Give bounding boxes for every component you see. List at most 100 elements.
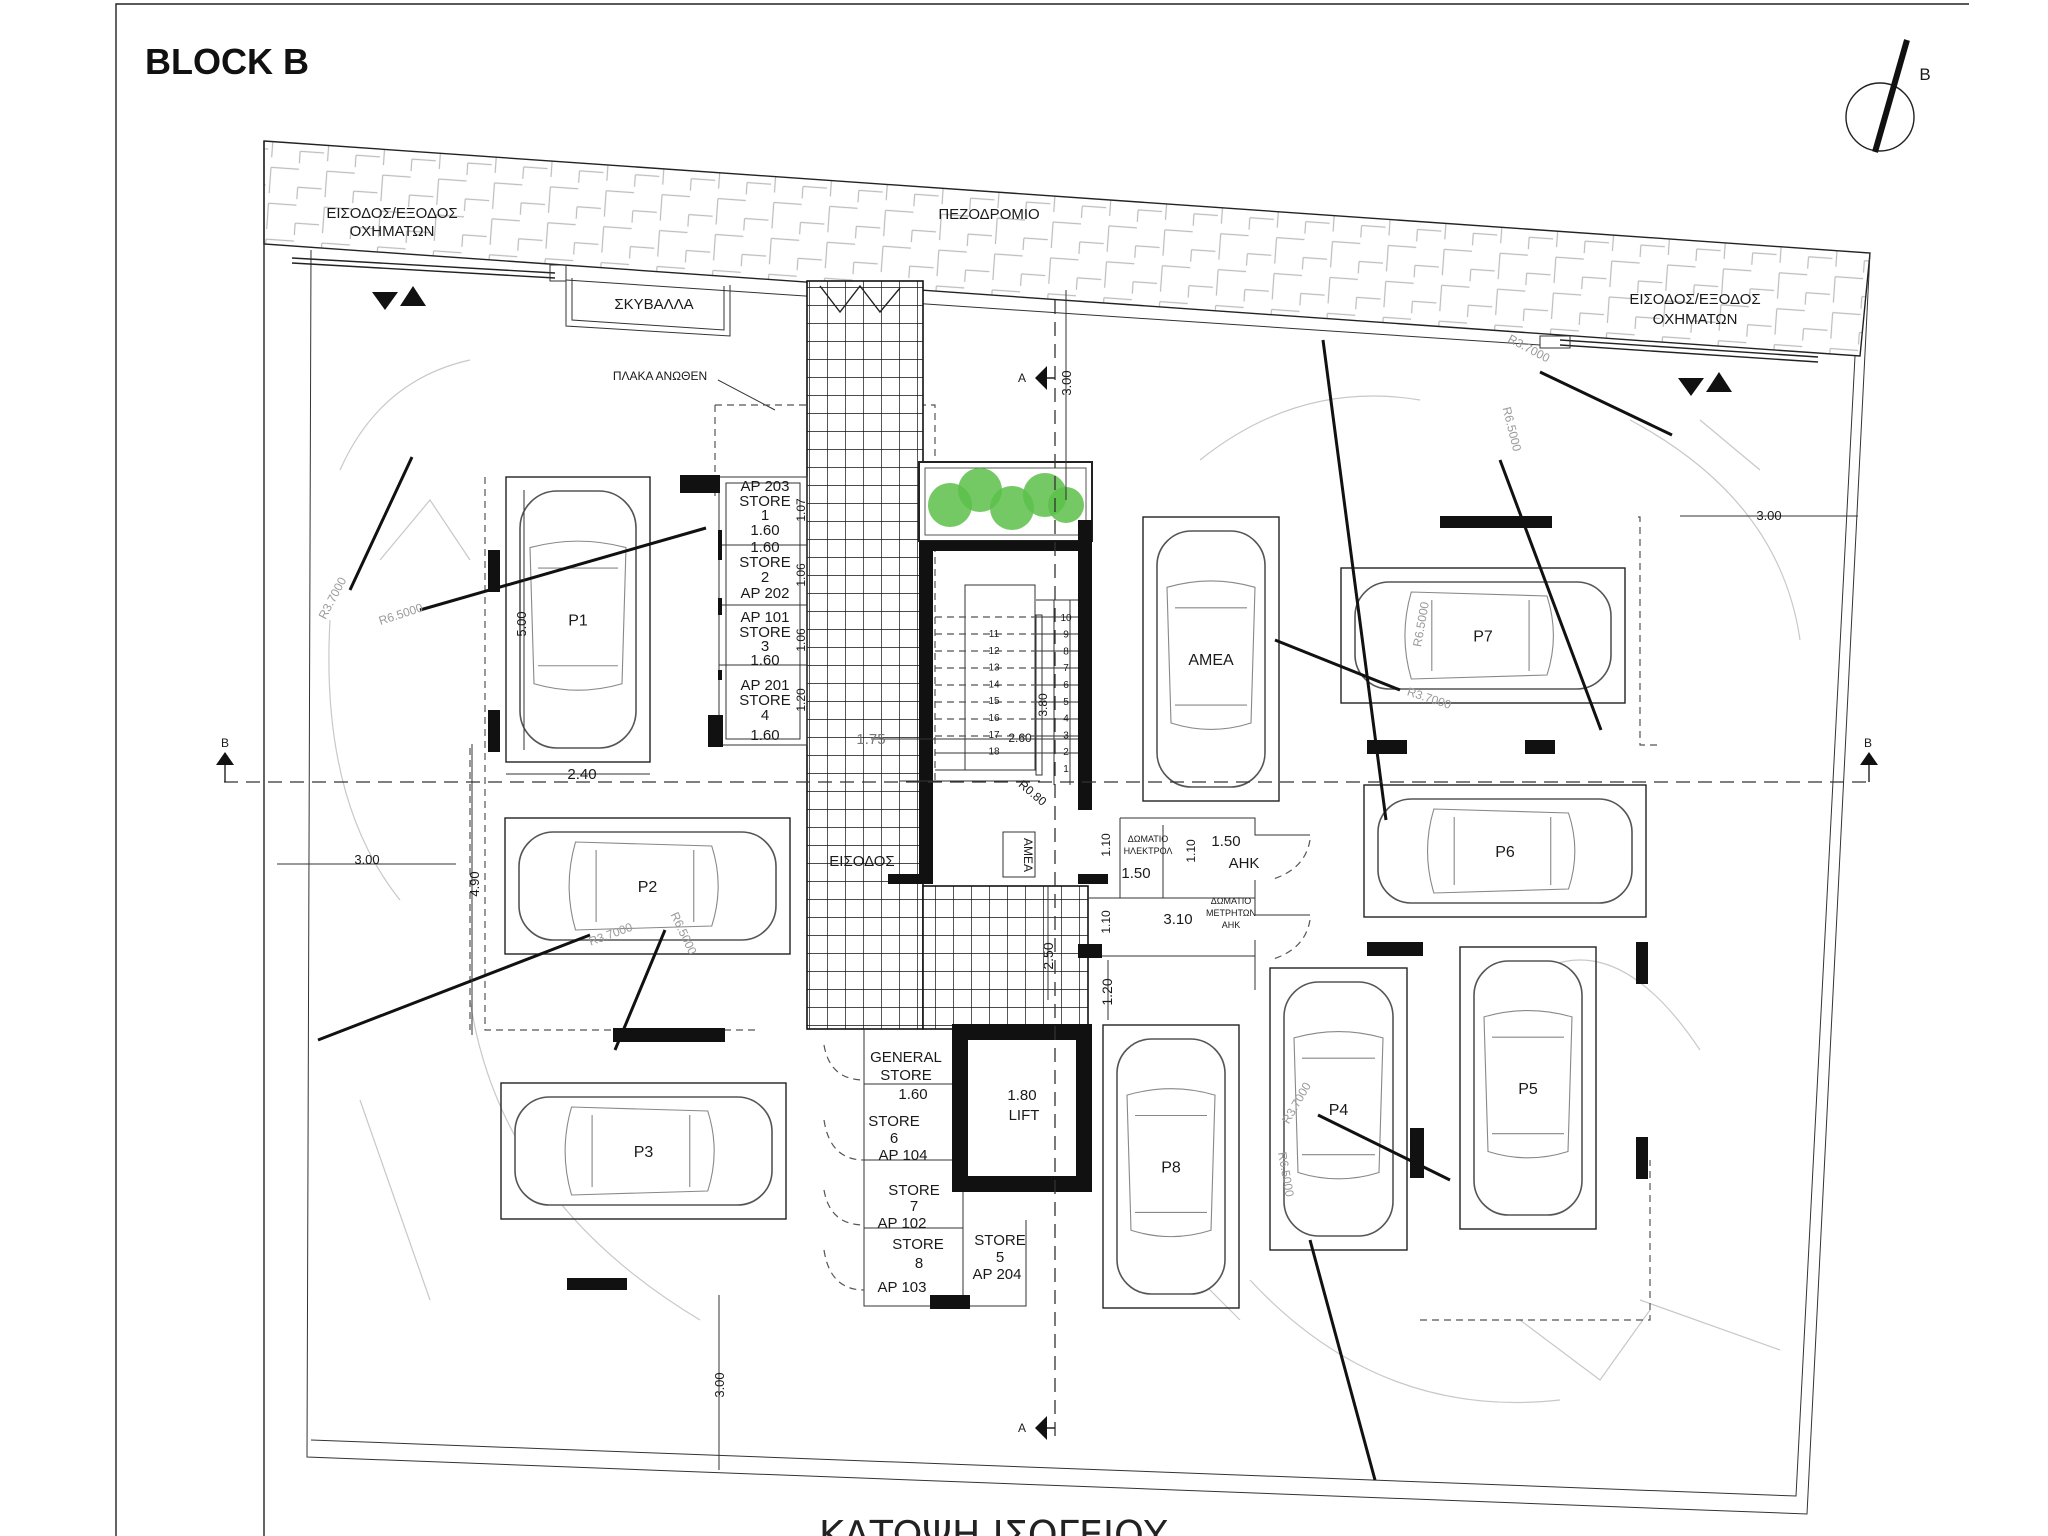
store-7-number: 7 — [910, 1198, 918, 1215]
row-depth-dim: 4.90 — [467, 871, 482, 896]
svg-text:ΑΜΕΑ: ΑΜΕΑ — [1021, 838, 1035, 872]
vehicle-entrance-left-label: ΕΙΣΟΔΟΣ/ΕΞΟΔΟΣ — [326, 205, 457, 222]
bay-outline — [505, 476, 651, 763]
bay-outline — [1340, 567, 1626, 704]
store-8-number: 8 — [915, 1255, 923, 1272]
car-icon — [514, 1096, 773, 1206]
stair-step-number: 12 — [988, 646, 1000, 657]
upper-store-4-num: 4 — [761, 707, 769, 724]
vehicle-entrance-right-label-2: ΟΧΗΜΑΤΩΝ — [1653, 311, 1738, 328]
stair-step-number: 3 — [1063, 730, 1069, 741]
lift: 1.80 LIFT — [952, 1024, 1092, 1192]
bay-outline — [1142, 516, 1280, 802]
stair-step-number: 6 — [1063, 680, 1069, 691]
parking-label: P2 — [638, 879, 658, 896]
upper-store-4-ap: AP 201 — [741, 677, 790, 694]
section-a-label: A — [1018, 1421, 1026, 1435]
block-title: BLOCK B — [145, 41, 309, 82]
slab-above-label: ΠΛΑΚΑ ΑΝΩΘΕΝ — [613, 369, 707, 383]
vehicle-entrance-left-label-2: ΟΧΗΜΑΤΩΝ — [350, 223, 435, 240]
bay-width-dim: 2.40 — [567, 766, 596, 783]
section-line-b — [216, 752, 1878, 783]
stair-step-number: 10 — [1060, 613, 1072, 624]
section-a-label: A — [1018, 371, 1026, 385]
dim-110: 1.10 — [1099, 833, 1113, 857]
stair-step-number: 8 — [1063, 646, 1069, 657]
sidewalk — [263, 140, 1871, 357]
bay-outline — [1459, 946, 1597, 1230]
car-icon — [1283, 981, 1394, 1237]
parking-bay-p3: P3 — [500, 1082, 787, 1220]
stair-step-number: 11 — [989, 629, 1000, 640]
meters-room-label: ΔΩΜΑΤΙΟ — [1211, 896, 1252, 906]
parking-label: P4 — [1329, 1102, 1349, 1119]
parking-bay-amea: ΑΜΕΑ — [1142, 516, 1280, 802]
stair-step-number: 13 — [988, 663, 1000, 674]
store-6-label: STORE — [868, 1113, 919, 1130]
stair-step-number: 1 — [1063, 764, 1069, 775]
store-7-apartment: AP 102 — [878, 1215, 927, 1232]
upper-stores — [680, 475, 808, 747]
stair-step-number: 17 — [988, 730, 1000, 741]
parking-bay-p6: P6 — [1363, 784, 1647, 918]
car-icon — [1116, 1038, 1226, 1295]
radius-label: R6.5000 — [1500, 405, 1525, 453]
radius-label: R6.5000 — [377, 600, 425, 627]
parking-bay-p8: P8 — [1102, 1024, 1240, 1309]
store-7-label: STORE — [888, 1182, 939, 1199]
store-5-label: STORE — [974, 1232, 1025, 1249]
parking-label: P5 — [1518, 1081, 1538, 1098]
radius-label: R3.7000 — [1506, 332, 1553, 366]
bay-depth-dim: 5.00 — [514, 611, 529, 636]
stair-step-number: 15 — [988, 696, 1000, 707]
section-b-label: B — [221, 736, 229, 750]
meters-width: 3.10 — [1163, 911, 1192, 928]
upper-store-3-width: 1.60 — [750, 652, 779, 669]
bay-outline — [504, 817, 791, 955]
lot-inner-line — [310, 355, 1856, 1497]
sheet-frame — [115, 3, 1969, 1536]
stair-step-number: 14 — [988, 679, 1000, 690]
car-icon — [518, 831, 777, 941]
sidewalk-label: ΠΕΖΟΔΡΟΜΙΟ — [938, 206, 1039, 223]
front-setback-dim: 3.00 — [1059, 370, 1074, 395]
store-6-number: 6 — [890, 1130, 898, 1147]
upper-store-2-width: 1.60 — [750, 539, 779, 556]
upper-store-3-num: 3 — [761, 638, 769, 655]
upper-store-3-ap: AP 101 — [741, 609, 790, 626]
drawing-title: ΚΑΤΩΨΗ ΙΣΟΓΕΙΟΥ — [819, 1513, 1168, 1536]
dim-110: 1.10 — [1184, 839, 1198, 863]
stair-step-number: 5 — [1063, 697, 1069, 708]
parking-label: P1 — [568, 613, 588, 630]
upper-store-2-depth: 1.06 — [794, 563, 808, 587]
upper-store-2-name: STORE — [739, 554, 790, 571]
utility-rooms — [1078, 817, 1311, 990]
electrical-room-label-2: ΗΛΕΚΤΡΟΛ — [1124, 846, 1173, 856]
car-icon — [1156, 530, 1266, 788]
parking-label: P3 — [634, 1144, 654, 1161]
store-8-label: STORE — [892, 1236, 943, 1253]
bay-outline — [500, 1082, 787, 1220]
upper-store-1-num: 1 — [761, 507, 769, 524]
parking-bay-p7: P7 — [1340, 567, 1626, 704]
upper-store-4-depth: 1.20 — [794, 688, 808, 712]
refuse-room: ΣΚΥΒΑΛΛΑ — [565, 276, 731, 337]
upper-store-1-depth: 1.07 — [794, 498, 808, 522]
parking-label: P7 — [1473, 629, 1493, 646]
radius-label: R3.7000 — [316, 575, 350, 622]
store-8-apartment: AP 103 — [878, 1279, 927, 1296]
upper-store-1-ap: AP 203 — [741, 478, 790, 495]
right-setback-dim: 3.00 — [1756, 508, 1781, 523]
accessible-sign: ΑΜΕΑ — [1002, 831, 1036, 878]
dim-110: 1.10 — [1099, 910, 1113, 934]
electrical-room-label: ΔΩΜΑΤΙΟ — [1128, 834, 1169, 844]
upper-store-4-name: STORE — [739, 692, 790, 709]
upper-store-3-name: STORE — [739, 624, 790, 641]
bay-outline — [1102, 1024, 1240, 1309]
stair-step-number: 18 — [988, 747, 1000, 758]
upper-store-1-name: STORE — [739, 493, 790, 510]
entrance-corridor — [806, 280, 924, 1030]
stair-step-number: 7 — [1063, 663, 1069, 674]
electrical-width: 1.50 — [1211, 833, 1240, 850]
